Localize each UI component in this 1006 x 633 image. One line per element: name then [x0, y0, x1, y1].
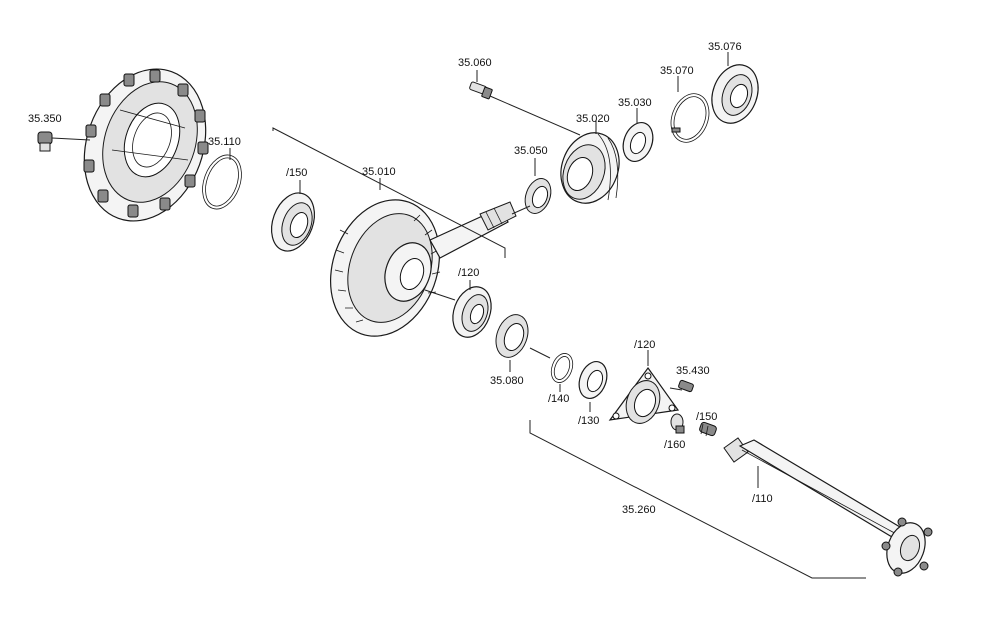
- axle-shaft-110: [723, 437, 933, 577]
- label-150-spring: /150: [696, 411, 717, 423]
- label-150-bearing: /150: [286, 167, 307, 179]
- bearing-150: [270, 192, 316, 252]
- label-160: /160: [664, 439, 685, 451]
- flange-120: [608, 366, 680, 424]
- label-35060: 35.060: [458, 57, 492, 69]
- label-35050: 35.050: [514, 145, 548, 157]
- snap-ring-35110: [202, 154, 242, 210]
- snap-ring-35070: [670, 93, 710, 143]
- label-35010: 35.010: [362, 166, 396, 178]
- snap-ring-140: [550, 353, 574, 383]
- bolt-35060: [469, 81, 493, 100]
- seal-35076: [711, 64, 759, 124]
- label-130: /130: [578, 415, 599, 427]
- spring-150: [699, 421, 717, 437]
- label-35110: 35.110: [208, 136, 241, 148]
- label-35030: 35.030: [618, 97, 652, 109]
- seal-130: [578, 361, 608, 399]
- housing-part: [83, 68, 209, 222]
- label-35020: 35.020: [576, 113, 610, 125]
- plug-part: [37, 131, 53, 152]
- label-35350: 35.350: [28, 113, 62, 125]
- label-120-bearing: /120: [458, 267, 479, 279]
- differential-assembly: [329, 199, 517, 337]
- plug-160: [670, 413, 685, 434]
- label-110: /110: [752, 493, 773, 505]
- bearing-35030: [622, 122, 654, 162]
- label-35070: 35.070: [660, 65, 694, 77]
- label-35076: 35.076: [708, 41, 742, 53]
- label-35260: 35.260: [622, 504, 656, 516]
- bolt-35430: [669, 379, 694, 393]
- label-35430: 35.430: [676, 365, 710, 377]
- washer-35080: [495, 314, 529, 358]
- label-140: /140: [548, 393, 569, 405]
- washer-35050: [524, 178, 552, 214]
- carrier-35020: [560, 132, 620, 204]
- label-35080: 35.080: [490, 375, 524, 387]
- bearing-120a: [452, 286, 492, 338]
- label-120-flange: /120: [634, 339, 655, 351]
